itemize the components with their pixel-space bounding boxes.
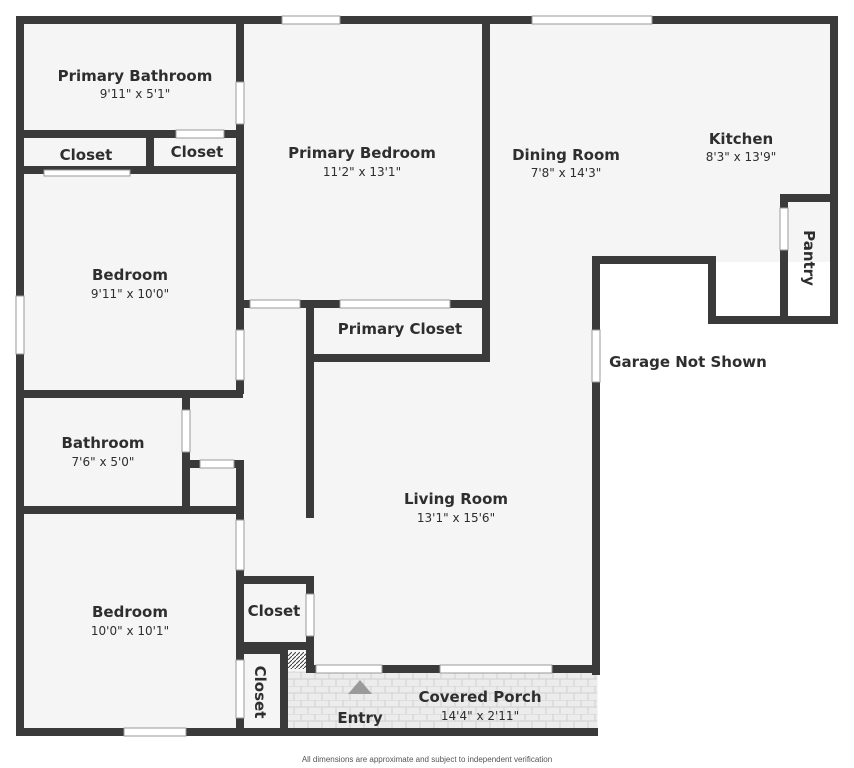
door-closet-right bbox=[175, 129, 225, 139]
entry-arrow-icon bbox=[348, 680, 372, 694]
door-primary-bedroom bbox=[249, 299, 301, 309]
door-closet-vertical bbox=[235, 659, 245, 719]
room-name: Primary Bathroom bbox=[58, 67, 213, 85]
hatched-column bbox=[288, 652, 308, 669]
room-dimensions: 7'6" x 5'0" bbox=[72, 455, 135, 469]
room-dimensions: 14'4" x 2'11" bbox=[441, 709, 519, 723]
room-name: Closet bbox=[251, 666, 269, 719]
room-name: Living Room bbox=[404, 490, 508, 508]
room-name: Primary Closet bbox=[338, 320, 462, 338]
room-name: Bathroom bbox=[61, 434, 144, 452]
room-dimensions: 10'0" x 10'1" bbox=[91, 624, 169, 638]
door-bathroom bbox=[181, 409, 191, 453]
door-bedroom bbox=[235, 329, 245, 381]
room-dimensions: 8'3" x 13'9" bbox=[706, 150, 777, 164]
room-name: Closet bbox=[171, 143, 224, 161]
openings bbox=[15, 15, 789, 737]
room-labels: Primary Bathroom 9'11" x 5'1" Closet Clo… bbox=[58, 67, 818, 727]
room-name: Kitchen bbox=[709, 130, 773, 148]
room-dimensions: 13'1" x 15'6" bbox=[417, 511, 495, 525]
porch-tiles bbox=[287, 671, 597, 734]
room-name: Garage Not Shown bbox=[609, 353, 767, 371]
disclaimer-text: All dimensions are approximate and subje… bbox=[302, 755, 552, 764]
door-linen bbox=[199, 459, 235, 469]
room-name: Dining Room bbox=[512, 146, 620, 164]
door-primary-closet bbox=[339, 299, 451, 309]
room-name: Closet bbox=[60, 146, 113, 164]
opening-dining bbox=[531, 15, 653, 25]
door-bedroom-2 bbox=[235, 519, 245, 571]
door-primary-bathroom bbox=[235, 81, 245, 125]
window-bedroom-2 bbox=[123, 727, 187, 737]
door-closet-hall bbox=[305, 593, 315, 637]
door-entry bbox=[315, 664, 383, 674]
room-dimensions: 7'8" x 14'3" bbox=[531, 166, 602, 180]
window-living-room bbox=[439, 664, 553, 674]
door-garage bbox=[591, 329, 601, 383]
room-name: Bedroom bbox=[92, 266, 168, 284]
window-bedroom bbox=[15, 295, 25, 355]
room-name: Entry bbox=[337, 709, 382, 727]
room-name: Closet bbox=[248, 602, 301, 620]
room-dimensions: 11'2" x 13'1" bbox=[323, 165, 401, 179]
door-pantry bbox=[779, 207, 789, 251]
door-closet-left bbox=[43, 169, 131, 177]
room-dimensions: 9'11" x 10'0" bbox=[91, 287, 169, 301]
room-dimensions: 9'11" x 5'1" bbox=[100, 87, 171, 101]
window-primary-bedroom bbox=[281, 15, 341, 25]
room-name: Primary Bedroom bbox=[288, 144, 436, 162]
room-name: Covered Porch bbox=[418, 688, 541, 706]
room-name: Pantry bbox=[800, 230, 818, 286]
room-name: Bedroom bbox=[92, 603, 168, 621]
